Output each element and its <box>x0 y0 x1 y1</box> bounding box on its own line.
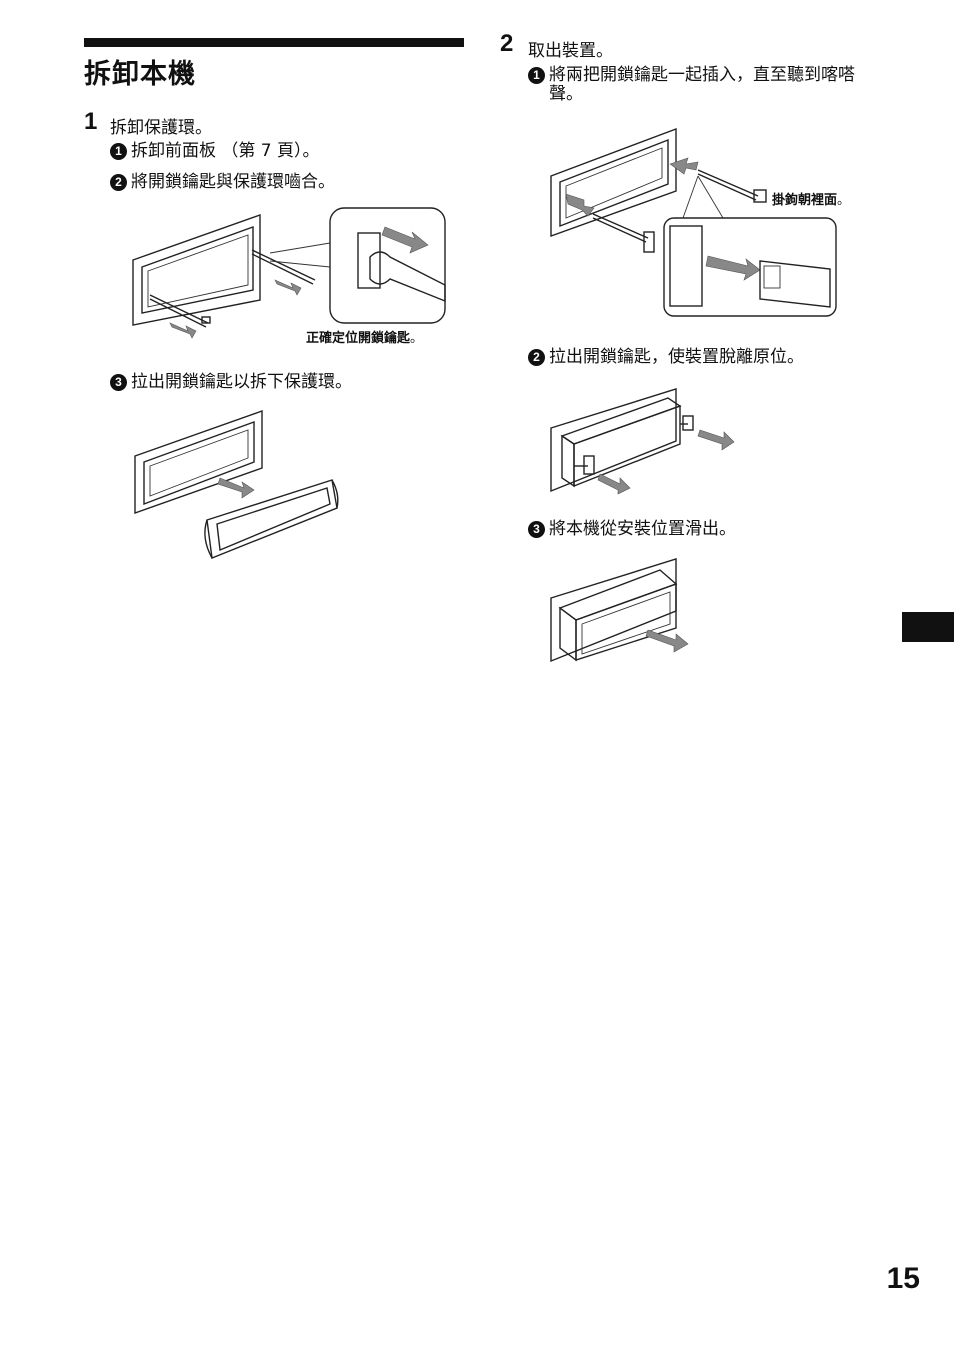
step-2-number: 2 <box>500 30 514 57</box>
section-title: 拆卸本機 <box>84 59 196 90</box>
step-1-substep-2-marker: 2 <box>110 174 127 191</box>
step-2-substep-1: 1 將兩把開鎖鑰匙一起插入，直至聽到喀嗒聲。 <box>528 66 888 104</box>
step-1-substep-3-marker: 3 <box>110 374 127 391</box>
step-2-substep-2: 2 拉出開鎖鑰匙，使裝置脫離原位。 <box>528 348 804 367</box>
illustration-insert-keys <box>550 127 837 317</box>
step-2-substep-3-text: 將本機從安裝位置滑出。 <box>549 519 736 539</box>
callout-hook-inward: 掛鉤朝裡面。 <box>772 189 850 208</box>
callout-hook-inward-text: 掛鉤朝裡面 <box>772 193 838 208</box>
step-2-substep-3-marker: 3 <box>528 521 545 538</box>
step-1-substep-1-marker: 1 <box>110 143 127 160</box>
step-2-substep-3: 3 將本機從安裝位置滑出。 <box>528 520 736 539</box>
step-2-text: 取出裝置。 <box>528 41 613 61</box>
illustration-slide-unit <box>550 558 689 663</box>
section-rule <box>84 38 464 47</box>
illustration-engage-keys <box>132 207 446 339</box>
step-1-substep-3-text: 拉出開鎖鑰匙以拆下保護環。 <box>131 372 352 392</box>
step-2-substep-2-text: 拉出開鎖鑰匙，使裝置脫離原位。 <box>549 347 804 367</box>
step-1-substep-1-text: 拆卸前面板 （第 7 頁）。 <box>131 141 320 161</box>
step-2-substep-1-text: 將兩把開鎖鑰匙一起插入，直至聽到喀嗒聲。 <box>549 65 855 104</box>
step-1-number: 1 <box>84 108 98 135</box>
callout-hook-inward-dot: 。 <box>837 193 851 208</box>
callout-position-keys: 正確定位開鎖鑰匙。 <box>306 327 423 346</box>
step-2-substep-1-marker: 1 <box>528 67 545 84</box>
step-1-substep-2-text: 將開鎖鑰匙與保護環嚙合。 <box>131 172 335 192</box>
step-2-substep-2-marker: 2 <box>528 349 545 366</box>
step-1-substep-2: 2 將開鎖鑰匙與保護環嚙合。 <box>110 173 335 192</box>
illustration-remove-ring <box>134 410 339 559</box>
step-1-text: 拆卸保護環。 <box>110 118 212 138</box>
step-1-substep-1: 1 拆卸前面板 （第 7 頁）。 <box>110 142 320 161</box>
callout-position-keys-text: 正確定位開鎖鑰匙 <box>306 331 411 346</box>
page-edge-tab <box>902 612 954 642</box>
step-1-substep-3: 3 拉出開鎖鑰匙以拆下保護環。 <box>110 373 352 392</box>
illustration-pull-keys <box>550 388 735 495</box>
callout-position-keys-dot: 。 <box>410 331 424 346</box>
page-number: 15 <box>886 1262 920 1295</box>
